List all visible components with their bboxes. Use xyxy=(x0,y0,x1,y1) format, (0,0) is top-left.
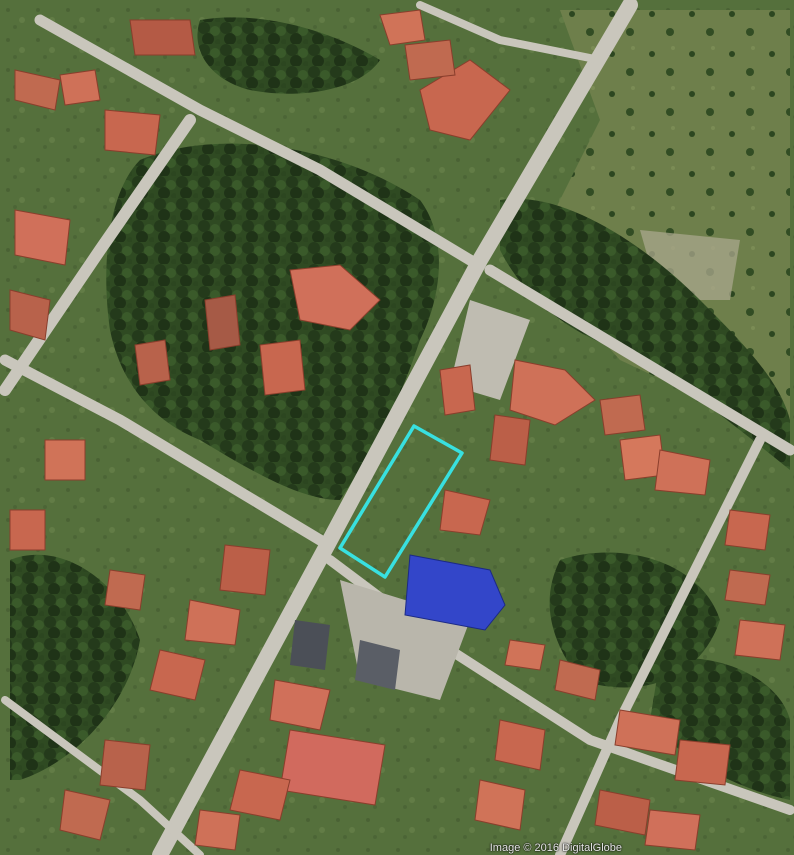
building xyxy=(504,639,546,671)
building xyxy=(724,569,771,606)
road-east xyxy=(484,264,794,456)
building xyxy=(404,39,456,81)
building xyxy=(219,544,271,596)
building xyxy=(474,779,526,831)
building xyxy=(9,289,51,341)
tree-cluster-north xyxy=(197,17,380,94)
building xyxy=(184,599,241,646)
road-east-lower xyxy=(555,435,765,855)
building xyxy=(289,264,381,331)
building xyxy=(269,679,331,731)
building xyxy=(194,809,241,851)
building xyxy=(734,619,786,661)
building xyxy=(279,729,386,806)
road-cross-middle xyxy=(0,354,326,546)
building xyxy=(614,709,681,756)
road-north-spur xyxy=(416,1,604,64)
building xyxy=(654,449,711,496)
building xyxy=(724,509,771,551)
building xyxy=(149,649,206,701)
dark-roof-building xyxy=(290,620,330,670)
dark-roof-building xyxy=(355,640,400,690)
building xyxy=(419,59,511,141)
park-trees xyxy=(106,143,439,500)
building xyxy=(134,339,171,386)
building xyxy=(204,294,241,351)
building xyxy=(9,509,46,551)
road-south-west xyxy=(1,696,204,855)
building xyxy=(259,339,306,396)
building xyxy=(104,569,146,611)
building xyxy=(14,209,71,266)
road-west-diagonal xyxy=(0,114,196,396)
tree-cluster-south xyxy=(549,552,720,688)
building xyxy=(554,659,601,701)
building xyxy=(129,19,196,56)
building xyxy=(599,394,646,436)
building xyxy=(379,9,426,46)
building xyxy=(594,789,651,836)
building xyxy=(439,364,476,416)
building xyxy=(439,489,491,536)
building xyxy=(59,69,101,106)
building xyxy=(509,359,596,426)
building xyxy=(644,809,701,851)
tree-cluster-southeast xyxy=(650,658,790,800)
building xyxy=(674,739,731,786)
road-cross-north xyxy=(34,14,476,266)
building xyxy=(229,769,291,821)
main-road xyxy=(152,0,638,855)
building xyxy=(44,439,86,481)
blue-roof-building xyxy=(404,554,506,631)
imagery-attribution: Image © 2016 DigitalGlobe xyxy=(489,842,622,854)
building xyxy=(99,739,151,791)
buildings xyxy=(9,9,786,851)
building xyxy=(494,719,546,771)
building xyxy=(104,109,161,156)
building xyxy=(489,414,531,466)
building xyxy=(14,69,61,111)
building xyxy=(59,789,111,841)
highlighted-parcel-outline[interactable] xyxy=(338,424,464,579)
